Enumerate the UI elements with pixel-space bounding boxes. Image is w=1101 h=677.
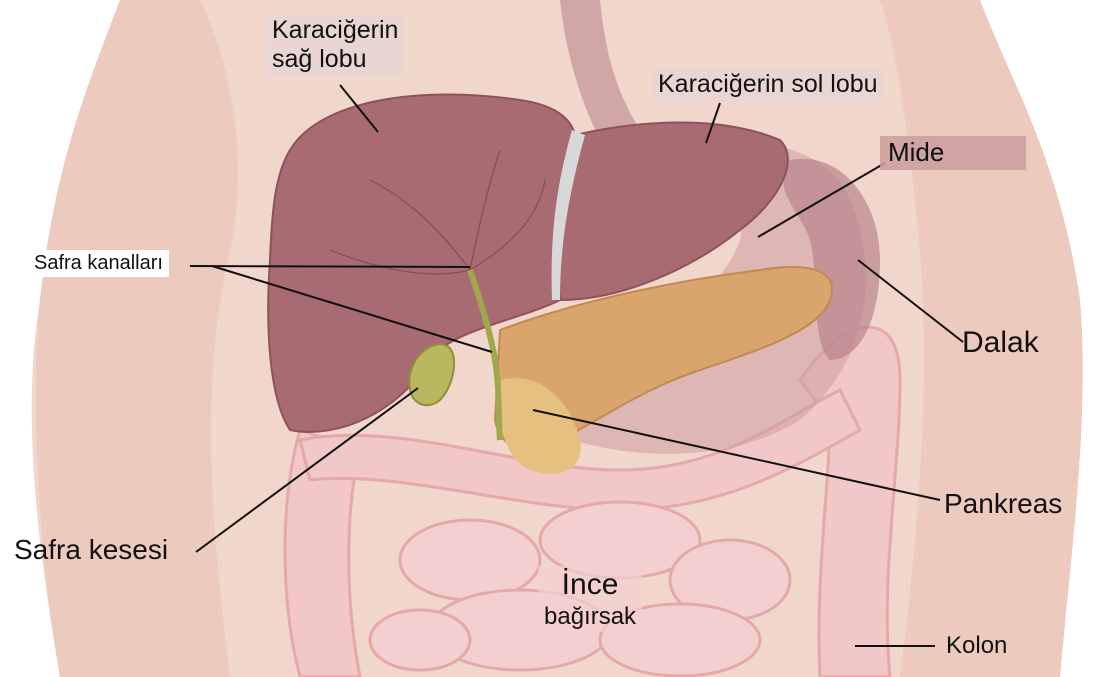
- label-stomach: Mide: [880, 136, 1026, 170]
- label-small-intestine-line2: bağırsak: [544, 603, 636, 631]
- leader-bile-ducts-1: [190, 266, 470, 267]
- label-pancreas: Pankreas: [944, 488, 1062, 520]
- label-colon: Kolon: [946, 632, 1007, 660]
- label-bile-ducts: Safra kanalları: [28, 250, 169, 277]
- label-spleen: Dalak: [962, 326, 1039, 361]
- label-gallbladder: Safra kesesi: [14, 534, 168, 566]
- label-small-intestine-line1: İnce: [544, 568, 636, 603]
- label-liver-right-lobe: Karaciğerin sağ lobu: [266, 14, 404, 76]
- label-liver-right-lobe-line1: Karaciğerin: [272, 16, 398, 45]
- label-liver-left-lobe: Karaciğerin sol lobu: [652, 68, 884, 101]
- label-liver-right-lobe-line2: sağ lobu: [272, 45, 398, 74]
- label-small-intestine: İnce bağırsak: [538, 566, 642, 632]
